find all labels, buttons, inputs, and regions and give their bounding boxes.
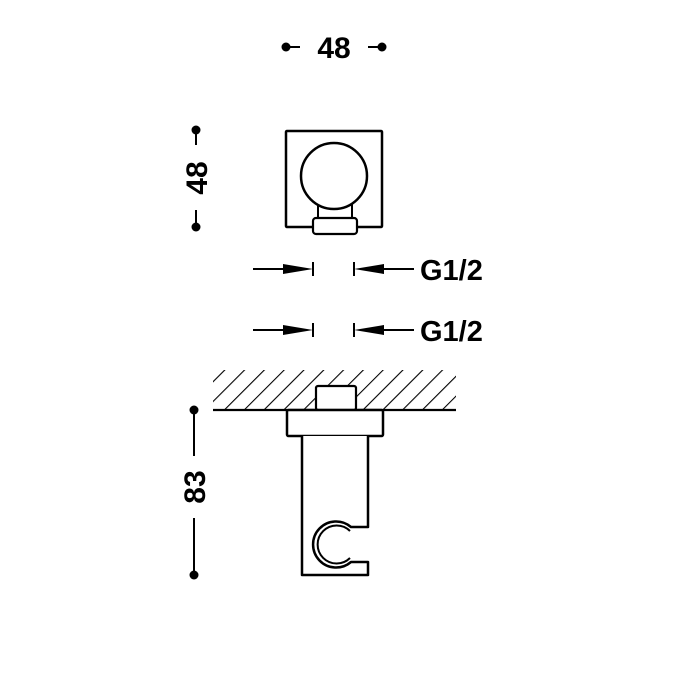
threaded-connector [314, 384, 358, 412]
front-height-dimension: 48 [181, 125, 214, 232]
wall-flange [285, 408, 385, 438]
thread-callout-2: G1/2 [253, 316, 483, 348]
hex-nut [311, 216, 359, 236]
front-height-label: 48 [181, 161, 214, 194]
side-height-label: 83 [179, 470, 212, 503]
holder-body [300, 436, 370, 577]
front-view [284, 129, 384, 236]
side-height-dimension: 83 [179, 405, 212, 580]
dimension-dot-right [377, 42, 387, 52]
hook-inner-ring [316, 524, 351, 565]
round-outlet [299, 141, 369, 211]
dimension-dot-bottom [191, 222, 201, 232]
top-width-dimension: 48 [281, 32, 387, 65]
thread-callout-1: G1/2 [253, 255, 483, 287]
side-view [285, 384, 385, 577]
top-width-label: 48 [317, 32, 350, 65]
thread-label-2: G1/2 [420, 316, 483, 348]
dimension-dot-bottom [189, 570, 199, 580]
thread-label-1: G1/2 [420, 255, 483, 287]
